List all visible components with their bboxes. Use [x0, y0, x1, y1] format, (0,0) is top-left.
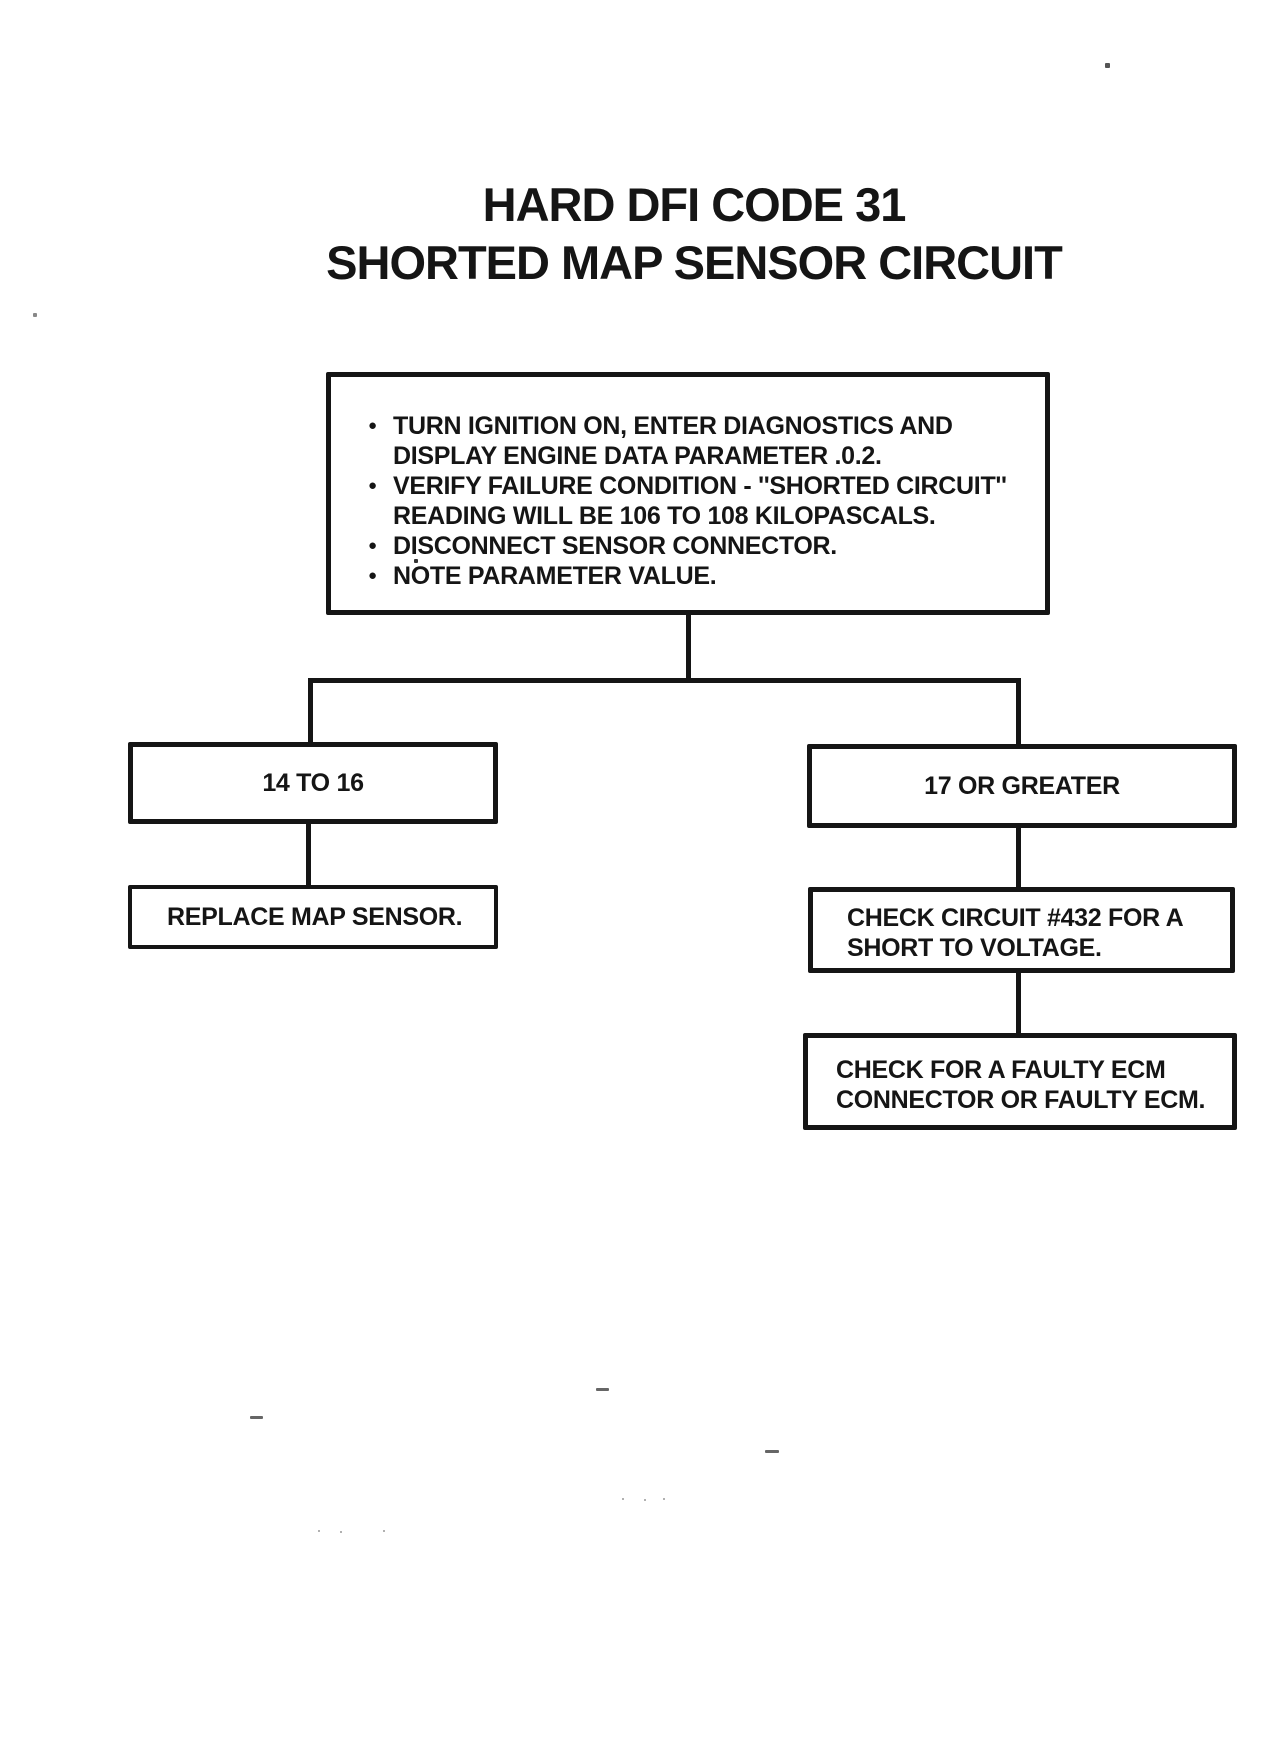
action-box-replace-map-sensor: REPLACE MAP SENSOR. [128, 885, 498, 949]
instructions-bullet-list: ● TURN IGNITION ON, ENTER DIAGNOSTICS AN… [331, 377, 1045, 591]
page-title-line-1: HARD DFI CODE 31 [482, 178, 907, 231]
bullet-line: TURN IGNITION ON, ENTER DIAGNOSTICS AND [393, 412, 953, 440]
connector-line-right-action-drop [1016, 826, 1021, 889]
connector-line-left-drop [308, 678, 313, 744]
condition-box-17-or-greater: 17 OR GREATER [807, 744, 1237, 828]
scan-artifact [644, 1499, 646, 1501]
action-line: CONNECTOR OR FAULTY ECM. [836, 1086, 1206, 1114]
scan-artifact [383, 1530, 385, 1532]
scan-artifact [250, 1416, 263, 1419]
bullet-dot-icon: ● [368, 477, 378, 494]
scan-artifact [765, 1450, 779, 1453]
instructions-box: ● TURN IGNITION ON, ENTER DIAGNOSTICS AN… [326, 372, 1050, 615]
bullet-item: ● TURN IGNITION ON, ENTER DIAGNOSTICS AN… [368, 411, 1037, 471]
scan-artifact [33, 313, 37, 317]
action-line: CHECK FOR A FAULTY ECM [836, 1056, 1166, 1084]
bullet-line: DISCONNECT SENSOR CONNECTOR. [393, 532, 837, 560]
bullet-dot-icon: ● [368, 417, 378, 434]
action-label: REPLACE MAP SENSOR. [167, 903, 463, 931]
connector-line-left-action-drop [306, 822, 311, 887]
action-line: SHORT TO VOLTAGE. [847, 934, 1102, 962]
scan-artifact [663, 1498, 665, 1500]
bullet-item: ● NOTE PARAMETER VALUE. [368, 561, 1037, 591]
bullet-line: DISPLAY ENGINE DATA PARAMETER .0.2. [393, 442, 882, 470]
scan-artifact [414, 559, 418, 563]
condition-label: 17 OR GREATER [924, 772, 1120, 800]
bullet-item: ● DISCONNECT SENSOR CONNECTOR. [368, 531, 1037, 561]
bullet-line: VERIFY FAILURE CONDITION - ''SHORTED CIR… [393, 472, 1007, 500]
bullet-item: ● VERIFY FAILURE CONDITION - ''SHORTED C… [368, 471, 1037, 531]
scan-artifact [340, 1531, 342, 1533]
scan-artifact [596, 1388, 609, 1391]
scan-artifact [622, 1498, 624, 1500]
connector-line-branch-horizontal [308, 678, 1021, 683]
condition-label: 14 TO 16 [262, 769, 364, 797]
connector-line-right-action2-drop [1016, 971, 1021, 1035]
bullet-dot-icon: ● [368, 537, 378, 554]
bullet-line: NOTE PARAMETER VALUE. [393, 562, 717, 590]
condition-box-14-to-16: 14 TO 16 [128, 742, 498, 824]
page-title: HARD DFI CODE 31 SHORTED MAP SENSOR CIRC… [114, 176, 1274, 292]
action-line: CHECK CIRCUIT #432 FOR A [847, 904, 1184, 932]
bullet-dot-icon: ● [368, 567, 378, 584]
bullet-line: READING WILL BE 106 TO 108 KILOPASCALS. [393, 502, 936, 530]
scan-artifact [1105, 63, 1110, 68]
page-title-line-2: SHORTED MAP SENSOR CIRCUIT [326, 236, 1063, 289]
action-box-check-circuit-432: CHECK CIRCUIT #432 FOR A SHORT TO VOLTAG… [808, 887, 1235, 973]
connector-line-main-drop [686, 613, 691, 682]
scan-artifact [318, 1530, 320, 1532]
action-box-check-ecm: CHECK FOR A FAULTY ECM CONNECTOR OR FAUL… [803, 1033, 1237, 1130]
connector-line-right-drop [1016, 678, 1021, 746]
